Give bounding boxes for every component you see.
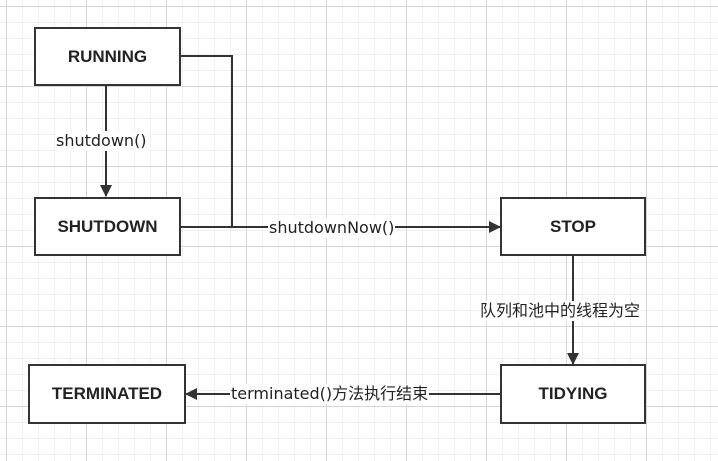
label-terminated-finished: terminated()方法执行结束: [230, 384, 430, 404]
edge-running-to-stop: [181, 55, 233, 227]
state-running: RUNNING: [34, 27, 181, 86]
state-stop: STOP: [500, 197, 646, 256]
label-queue-and-pool-empty: 队列和池中的线程为空: [479, 301, 642, 321]
state-terminated: TERMINATED: [28, 364, 186, 424]
state-tidying: TIDYING: [500, 364, 646, 424]
label-shutdown-call: shutdown(): [55, 131, 148, 151]
label-shutdownnow-call: shutdownNow(): [268, 218, 396, 238]
state-shutdown: SHUTDOWN: [34, 197, 181, 256]
